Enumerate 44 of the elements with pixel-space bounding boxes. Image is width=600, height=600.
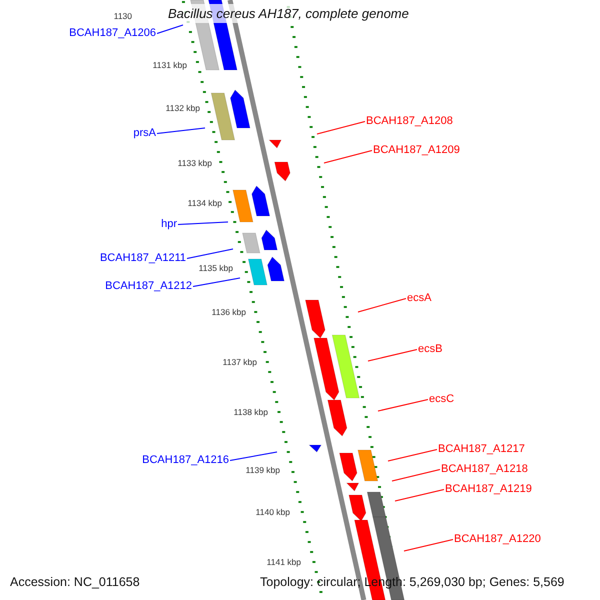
scale-label: 1139 kbp <box>246 466 280 474</box>
scale-label: 1134 kbp <box>188 199 222 208</box>
leader-line <box>394 489 444 502</box>
leader-line <box>392 469 440 482</box>
scale-label: 1130 <box>114 12 132 20</box>
leader-line <box>404 539 454 552</box>
footer-text: Topology: circular; Length: 5,269,030 bp; Genes: 5,569 <box>260 576 564 588</box>
gene-label: BCAH187_A1209 <box>373 145 460 156</box>
leader-line <box>156 128 206 134</box>
scale-label: 1136 kbp <box>212 308 246 316</box>
gene-label: BCAH187_A1216 <box>142 455 229 466</box>
leader-line <box>156 24 184 34</box>
gene-label: BCAH187_A1219 <box>445 484 532 495</box>
scale-label: 1137 kbp <box>222 358 257 366</box>
gene-label: ecsC <box>429 394 454 405</box>
leader-line <box>358 298 406 312</box>
gene-label: BCAH187_A1217 <box>438 444 525 455</box>
scale-label: 1131 kbp <box>152 61 187 70</box>
leader-line <box>324 150 372 164</box>
gene-label: ecsA <box>407 293 432 304</box>
gene-label: ecsB <box>418 344 442 355</box>
gene-label: BCAH187_A1220 <box>454 534 541 545</box>
gene-label: BCAH187_A1218 <box>441 464 528 475</box>
leader-line <box>178 222 228 225</box>
scale-label: 1132 kbp <box>166 104 200 112</box>
leader-line <box>368 349 418 362</box>
scale-label: 1133 kbp <box>178 159 212 168</box>
leader-line <box>186 248 234 259</box>
gene-label: BCAH187_A1211 <box>100 253 186 264</box>
scale-label: 1135 kbp <box>198 264 233 272</box>
gene-label: BCAH187_A1212 <box>105 281 192 292</box>
scale-label: 1140 kbp <box>256 508 290 516</box>
gene-label: BCAH187_A1208 <box>366 116 453 127</box>
scale-label: 1138 kbp <box>234 408 268 416</box>
gene-label: prsA <box>133 128 156 139</box>
leader-line <box>388 449 438 462</box>
leader-line <box>192 278 240 287</box>
leader-line <box>316 121 366 134</box>
gene-label: BCAH187_A1206 <box>69 28 156 39</box>
footer-text: Accession: NC_011658 <box>10 576 140 588</box>
leader-line <box>378 399 428 412</box>
scale-label: 1141 kbp <box>266 558 301 566</box>
leader-line <box>230 452 278 461</box>
gene-label: hpr <box>161 219 177 230</box>
